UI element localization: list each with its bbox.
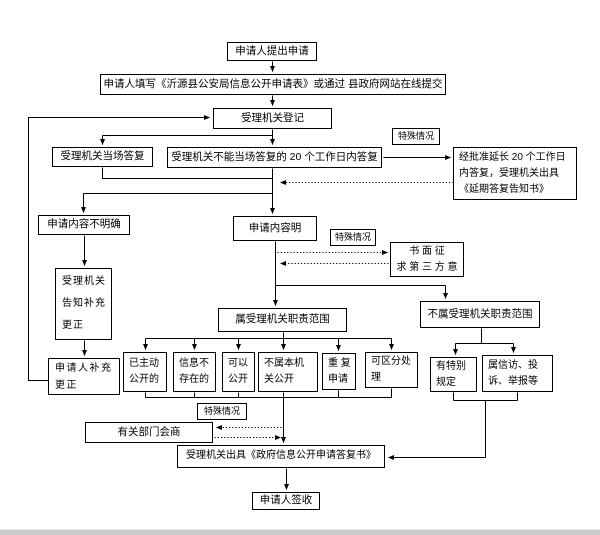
node-third-party: 书 面 征 求 第 三 方 意: [390, 242, 464, 277]
node-special-case-3: 特殊情况: [197, 403, 247, 420]
node-content-unclear: 申请内容不明确: [38, 215, 130, 235]
horizontal-scrollbar-track[interactable]: [0, 529, 600, 535]
node-issue-reply: 受理机关出具《政府信息公开申请答复书》: [177, 445, 385, 468]
node-extend-reply: 经批准延长 20 个工作日 内答复，受理机关出具 《延期答复告知书》: [453, 147, 577, 200]
node-special-case-2: 特殊情况: [330, 229, 376, 246]
node-not-exist: 信息不 存在的: [173, 352, 216, 392]
node-repeat-apply: 重 复 申请: [322, 353, 356, 390]
node-notify-supplement: 受理机关 告知补充 更正: [55, 268, 112, 340]
node-special-case-1: 特殊情况: [392, 128, 440, 145]
node-applicant-submit: 申请人提出申请: [227, 42, 317, 61]
node-in-scope: 属受理机关职责范围: [218, 308, 347, 332]
node-special-rule: 有特别 规定: [430, 357, 477, 392]
node-not-this-organ: 不属本机 关公开: [258, 352, 318, 392]
node-reply-20days: 受理机关不能当场答复的 20 个工作日内答复: [167, 147, 382, 168]
node-onspot-reply: 受理机关当场答复: [52, 147, 153, 167]
node-can-public: 可以 公开: [222, 352, 255, 392]
node-already-public: 已主动 公开的: [123, 352, 167, 392]
node-fill-form: 申请人填写《沂源县公安局信息公开申请表》或通过 县政府网站在线提交: [100, 74, 446, 95]
node-separable: 可区分处 理: [365, 352, 418, 388]
node-consult: 有关部门会商: [85, 422, 213, 443]
node-petition: 属信访、投 诉、举报等: [482, 355, 553, 392]
node-content-clear: 申请内容明: [233, 216, 317, 241]
node-applicant-supplement: 申请人补充 更正: [48, 358, 120, 395]
node-sign-receive: 申请人签收: [252, 492, 320, 510]
node-out-scope: 不属受理机关职责范围: [420, 301, 540, 328]
node-register: 受理机关登记: [213, 108, 332, 129]
